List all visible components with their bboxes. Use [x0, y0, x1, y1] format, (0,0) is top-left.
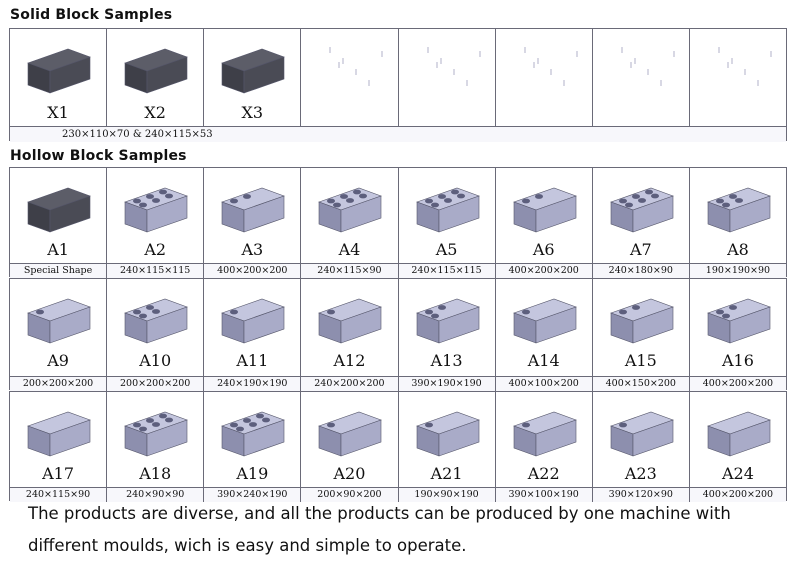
- hollow-section-title: Hollow Block Samples: [10, 148, 187, 164]
- hollow-block-cell: A3: [204, 168, 302, 263]
- block-dimension: 200×90×200: [301, 488, 399, 502]
- empty-sample-placeholder: [321, 37, 384, 98]
- hollow-block-cell: A5: [398, 168, 496, 263]
- hollow-block-label: A15: [624, 351, 657, 370]
- hollow-block-label: A2: [144, 240, 167, 259]
- hollow-block-cell: A6: [495, 168, 593, 263]
- footer-line-2: different moulds, wich is easy and simpl…: [28, 536, 467, 555]
- block-dimension: 400×200×200: [496, 264, 593, 278]
- hollow-block-label: A11: [236, 351, 269, 370]
- block-dimension: 190×90×190: [399, 488, 496, 502]
- empty-sample-placeholder: [516, 37, 578, 98]
- hollow-block-label: A18: [139, 464, 172, 483]
- hollow-block-label: A13: [430, 351, 463, 370]
- hollow-block-cell: A20: [301, 392, 399, 487]
- block-dimension: 190×190×90: [705, 265, 771, 276]
- solid-section-title: Solid Block Samples: [10, 7, 173, 23]
- hollow-block-label: A4: [338, 240, 361, 259]
- hollow-block-label: A7: [629, 240, 652, 259]
- block-dimension: 390×120×90: [593, 488, 690, 502]
- hollow-block-cell: A10: [107, 279, 205, 376]
- hollow-block-cell: A15: [592, 279, 690, 376]
- hollow-block-label: A23: [624, 464, 657, 483]
- hollow-block-cell: A18: [107, 392, 205, 487]
- hollow-block-cell: A21: [398, 392, 496, 487]
- hollow-block-cell: A1: [10, 168, 108, 263]
- hollow-block-cell: A8: [689, 168, 786, 263]
- solid-block-cell: X3: [204, 29, 302, 126]
- footer-line-1: The products are diverse, and all the pr…: [28, 504, 731, 523]
- hollow-block-label: A21: [430, 464, 463, 483]
- solid-dimension-note: 230×110×70 & 240×115×53: [10, 126, 786, 142]
- solid-block-cell: [689, 29, 786, 126]
- hollow-block-label: A6: [532, 240, 555, 259]
- solid-block-cell: X1: [10, 29, 108, 126]
- solid-block-cell: X2: [107, 29, 205, 126]
- block-dimension: 240×90×90: [107, 488, 205, 502]
- solid-block-cell: [398, 29, 496, 126]
- solid-block-cell: [592, 29, 690, 126]
- hollow-block-cell: A19: [204, 392, 302, 487]
- hollow-row-3: A17 A18 A19 A20 A21 A22 A23 A24 240×115×…: [9, 391, 787, 502]
- block-dimension: 390×190×190: [399, 377, 496, 391]
- hollow-block-cell: A11: [204, 279, 302, 376]
- hollow-block-cell: A12: [301, 279, 399, 376]
- block-dimension: 400×100×200: [496, 377, 593, 391]
- hollow-block-label: A5: [435, 240, 458, 259]
- hollow-block-cell: A16: [689, 279, 786, 376]
- hollow-block-label: A1: [47, 240, 69, 259]
- empty-sample-placeholder: [613, 37, 675, 98]
- hollow-block-cell: A17: [10, 392, 108, 487]
- hollow-block-label: A10: [139, 351, 172, 370]
- block-dimension: 240×115×90: [10, 488, 108, 502]
- solid-block-cell: [495, 29, 593, 126]
- hollow-block-label: A19: [236, 464, 269, 483]
- hollow-block-label: A8: [727, 240, 749, 259]
- hollow-block-label: A20: [333, 464, 366, 483]
- hollow-block-cell: A4: [301, 168, 399, 263]
- solid-block-cell: [301, 29, 399, 126]
- hollow-block-label: A9: [47, 351, 69, 370]
- block-dimension: 400×200×200: [702, 489, 774, 500]
- solid-block-label: X3: [241, 103, 264, 122]
- block-dimension: 240×180×90: [593, 264, 690, 278]
- hollow-block-label: A3: [241, 240, 264, 259]
- hollow-block-label: A12: [333, 351, 366, 370]
- block-dimension: 240×115×90: [301, 264, 399, 278]
- hollow-block-cell: A14: [495, 279, 593, 376]
- block-dimension: 200×200×200: [10, 377, 108, 391]
- empty-sample-placeholder: [710, 37, 772, 98]
- block-dimension: 400×150×200: [593, 377, 690, 391]
- hollow-block-label: A17: [42, 464, 75, 483]
- hollow-block-cell: A7: [592, 168, 690, 263]
- hollow-row-2: A9 A10 A11 A12 A13 A14 A15 A16 200×200×2…: [9, 278, 787, 391]
- block-dimension: 240×115×115: [107, 264, 205, 278]
- solid-block-label: X1: [47, 103, 69, 122]
- solid-block-grid: X1 X2 X3 230×110×70 & 240×115×53: [9, 28, 787, 142]
- block-dimension: 200×200×200: [107, 377, 205, 391]
- empty-sample-placeholder: [419, 37, 481, 98]
- hollow-block-cell: A23: [592, 392, 690, 487]
- hollow-block-label: A16: [721, 351, 754, 370]
- hollow-block-cell: A9: [10, 279, 108, 376]
- block-dimension: 400×200×200: [204, 264, 302, 278]
- block-dimension: 390×100×190: [496, 488, 593, 502]
- block-dimension: 240×115×115: [399, 264, 496, 278]
- hollow-block-cell: A22: [495, 392, 593, 487]
- block-dimension: 240×200×200: [301, 377, 399, 391]
- block-dimension: 240×190×190: [204, 377, 302, 391]
- block-dimension: 400×200×200: [702, 378, 774, 389]
- hollow-block-label: A24: [721, 464, 754, 483]
- block-dimension: 390×240×190: [204, 488, 302, 502]
- hollow-block-label: A14: [527, 351, 560, 370]
- hollow-block-cell: A13: [398, 279, 496, 376]
- block-dimension: Special Shape: [10, 264, 108, 278]
- hollow-block-cell: A24: [689, 392, 786, 487]
- solid-block-label: X2: [144, 103, 166, 122]
- hollow-block-label: A22: [527, 464, 560, 483]
- hollow-block-cell: A2: [107, 168, 205, 263]
